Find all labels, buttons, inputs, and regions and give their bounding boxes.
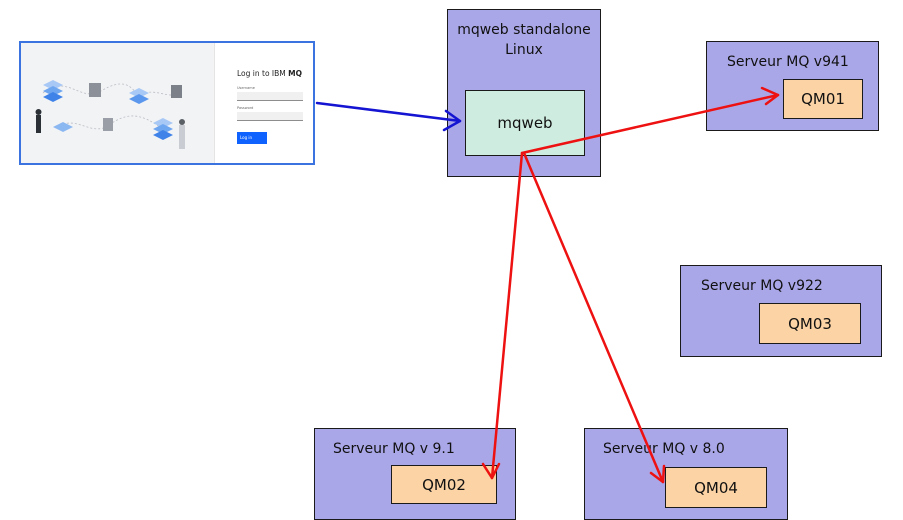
standalone-title-line1: mqweb standalone — [457, 22, 591, 38]
server-title: Serveur MQ v 9.1 — [333, 441, 455, 457]
mqweb-standalone-server: mqweb standalone Linux mqweb — [447, 9, 601, 177]
login-button: Log in — [237, 132, 267, 144]
server-title: Serveur MQ v 8.0 — [603, 441, 725, 457]
login-panel: Log in to IBM MQ Username Password Log i… — [214, 43, 313, 163]
server-title: Serveur MQ v941 — [727, 54, 849, 70]
login-heading: Log in to IBM MQ — [237, 69, 302, 78]
standalone-title: mqweb standalone Linux — [448, 20, 600, 60]
server-v922: Serveur MQ v922 QM03 — [680, 265, 882, 357]
server-v80: Serveur MQ v 8.0 QM04 — [584, 428, 788, 520]
login-illustration — [21, 43, 213, 163]
qm-label: QM03 — [788, 314, 832, 333]
qm-label: QM01 — [801, 90, 845, 108]
qm03-node: QM03 — [759, 303, 861, 344]
password-field — [237, 112, 303, 121]
username-label: Username — [237, 86, 255, 90]
qm01-node: QM01 — [783, 79, 863, 119]
server-title: Serveur MQ v922 — [701, 278, 823, 294]
server-v91: Serveur MQ v 9.1 QM02 — [314, 428, 516, 520]
standalone-title-line2: Linux — [505, 42, 543, 58]
username-field — [237, 92, 303, 101]
server-v941: Serveur MQ v941 QM01 — [706, 41, 879, 131]
mqweb-node: mqweb — [465, 90, 585, 156]
qm-label: QM04 — [694, 478, 738, 497]
password-label: Password — [237, 106, 254, 110]
qm-label: QM02 — [422, 475, 466, 494]
qm04-node: QM04 — [665, 467, 767, 508]
blue-arrow — [315, 101, 462, 132]
qm02-node: QM02 — [391, 465, 497, 504]
login-screenshot: Log in to IBM MQ Username Password Log i… — [19, 41, 315, 165]
mqweb-label: mqweb — [497, 114, 553, 132]
